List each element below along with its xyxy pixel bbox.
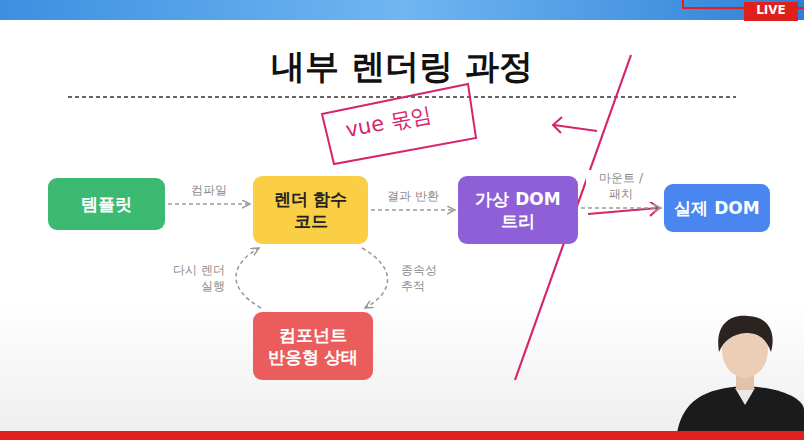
handwritten-note: vue 몫임 <box>343 100 434 144</box>
flow-arrow <box>581 207 661 209</box>
process-box: 실제 DOM <box>664 184 770 232</box>
handwritten-arrow <box>553 117 597 133</box>
live-badge <box>744 2 798 21</box>
cycle-arrow <box>236 248 261 308</box>
process-box: 렌더 함수 코드 <box>253 176 368 244</box>
box-text: 렌더 함수 코드 <box>263 188 358 232</box>
box-text: 템플릿 <box>81 193 132 215</box>
process-box: 템플릿 <box>48 178 165 230</box>
live-text: LIVE <box>744 3 798 17</box>
edge-label: 결과 반환 <box>385 188 441 204</box>
box-text: 가상 DOM 트리 <box>468 188 568 232</box>
presenter-hair <box>718 316 772 352</box>
flow-arrow <box>168 203 250 205</box>
slide-title: 내부 렌더링 과정 <box>0 44 804 90</box>
handwritten-box <box>322 84 476 164</box>
edge-label: 마운트 / 패치 <box>586 170 656 202</box>
box-text: 컴포넌트 반응형 상태 <box>263 324 363 368</box>
cycle-arrow <box>362 248 388 308</box>
flow-arrow <box>371 209 455 211</box>
edge-label: 컴파일 <box>189 182 229 198</box>
edge-label: 종속성 추적 <box>399 262 449 294</box>
process-box: 컴포넌트 반응형 상태 <box>253 312 373 380</box>
bottom-bar <box>0 431 804 440</box>
slide-shade <box>0 300 804 440</box>
box-text: 실제 DOM <box>674 197 759 219</box>
presenter-shirt <box>735 388 755 405</box>
edge-label: 다시 렌더 실행 <box>159 262 227 294</box>
process-box: 가상 DOM 트리 <box>458 176 578 244</box>
